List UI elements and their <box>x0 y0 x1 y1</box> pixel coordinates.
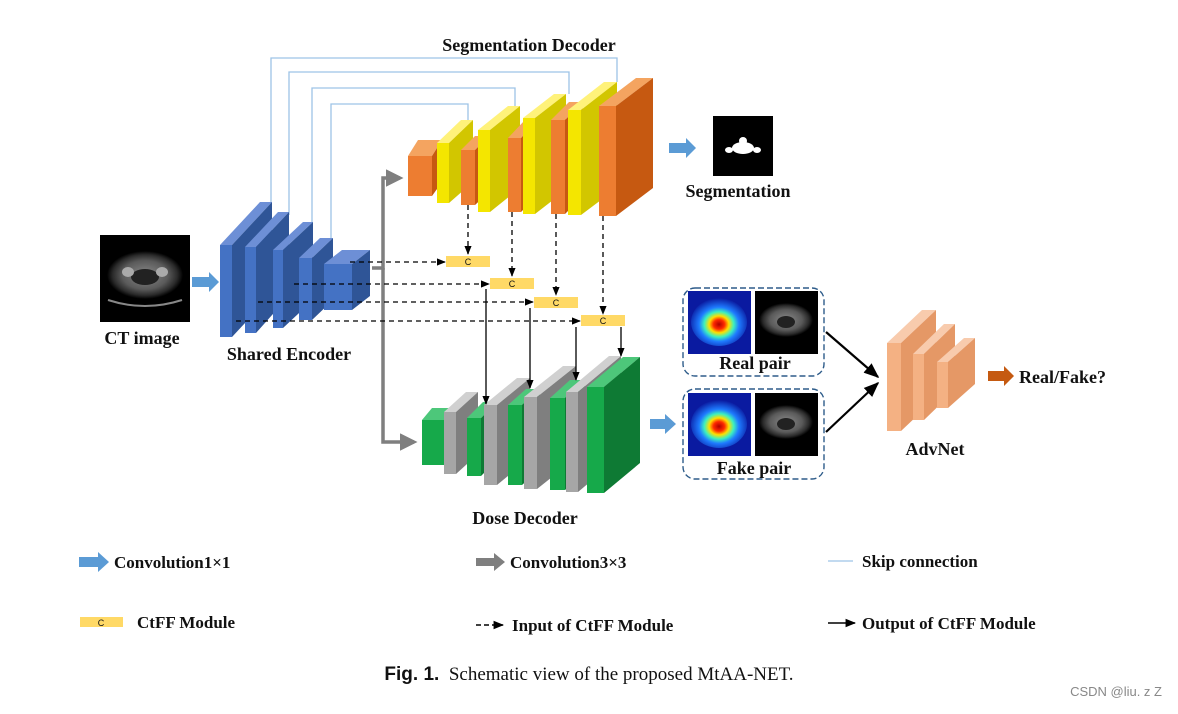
watermark: CSDN @liu. z Z <box>1070 684 1162 699</box>
legend-output-label: Output of CtFF Module <box>862 614 1036 633</box>
ct-image <box>100 235 190 322</box>
caption-label: Fig. 1. <box>384 664 440 685</box>
shared-encoder <box>220 202 370 337</box>
dose-block-green-2 <box>467 418 481 476</box>
legend-ctff-box <box>80 617 123 627</box>
seg-block-orange-4 <box>551 120 565 214</box>
legend-conv1-label: Convolution1×1 <box>114 553 230 572</box>
legend: Convolution1×1 Convolution3×3 Skip conne… <box>79 552 1036 635</box>
skip-connection-4 <box>330 103 469 238</box>
conv1x1-arrow-seg <box>669 138 696 158</box>
ctff-modules: C C C C <box>446 256 625 326</box>
arrow-fake-to-advnet <box>825 381 880 433</box>
ctff-module-1 <box>446 256 490 267</box>
ct-image-label: CT image <box>104 328 179 348</box>
seg-block-yellow-2 <box>478 130 490 212</box>
dose-block-gray-3 <box>524 397 537 489</box>
dose-block-green-4 <box>550 398 565 490</box>
figure-caption: Fig. 1. Schematic view of the proposed M… <box>0 664 1178 686</box>
dose-decoder <box>422 356 640 493</box>
ctff-outputs <box>482 289 625 405</box>
dose-decoder-label: Dose Decoder <box>472 508 577 528</box>
ctff-tag-3: C <box>553 298 560 308</box>
skip-connection-3 <box>311 87 516 226</box>
advnet-label: AdvNet <box>906 439 965 459</box>
dose-block-green-1 <box>422 420 445 465</box>
legend-ctff-tag: C <box>98 618 105 628</box>
real-pair-label: Real pair <box>719 353 791 373</box>
segmentation-decoder-label: Segmentation Decoder <box>442 35 615 55</box>
dose-block-gray-2 <box>484 405 497 485</box>
encoder-block-3 <box>273 250 283 328</box>
real-pair: Real pair <box>682 287 825 377</box>
ctff-inputs <box>236 205 607 325</box>
real-fake-label: Real/Fake? <box>1019 367 1106 387</box>
ctff-module-3 <box>534 297 578 308</box>
ctff-module-2 <box>490 278 534 289</box>
conv3x3-branch <box>372 169 418 451</box>
advnet-block-2 <box>913 354 924 420</box>
dose-block-gray-1 <box>444 412 456 474</box>
skip-connections <box>270 57 618 238</box>
legend-conv3-arrow <box>476 553 505 571</box>
seg-block-orange-2 <box>461 150 475 205</box>
encoder-block-2 <box>245 247 256 333</box>
fake-pair-label: Fake pair <box>717 458 792 478</box>
legend-conv3-label: Convolution3×3 <box>510 553 626 572</box>
encoder-block-5 <box>324 264 352 310</box>
ctff-tag-2: C <box>509 279 516 289</box>
encoder-block-4 <box>299 258 312 320</box>
seg-block-orange-5 <box>599 106 616 216</box>
legend-conv1-arrow <box>79 552 109 572</box>
skip-connection-1 <box>270 57 618 205</box>
caption-text: Schematic view of the proposed MtAA-NET. <box>448 664 794 685</box>
conv3x3-arrow-to-seg <box>372 169 404 270</box>
advnet-block-3 <box>937 362 948 408</box>
seg-block-yellow-1 <box>437 143 449 203</box>
output-arrow <box>988 366 1014 386</box>
segmentation-label: Segmentation <box>686 181 791 201</box>
legend-skip-label: Skip connection <box>862 552 978 571</box>
dose-block-green-3 <box>508 405 522 485</box>
real-pair-frame <box>682 287 825 377</box>
ctff-tag-1: C <box>465 257 472 267</box>
shared-encoder-label: Shared Encoder <box>227 344 351 364</box>
legend-ctff-label: CtFF Module <box>137 613 236 632</box>
seg-block-orange-1 <box>408 156 432 196</box>
advnet-block-1 <box>887 343 901 431</box>
conv1x1-arrow-dose <box>650 414 676 434</box>
legend-input-label: Input of CtFF Module <box>512 616 674 635</box>
seg-block-orange-3 <box>508 138 521 212</box>
dose-block-green-5 <box>587 387 604 493</box>
segmentation-decoder <box>408 78 653 216</box>
fake-pair-frame <box>682 388 825 480</box>
ctff-tag-4: C <box>600 316 607 326</box>
encoder-block-1 <box>220 245 232 337</box>
arrow-real-to-advnet <box>825 331 880 379</box>
advnet <box>887 310 975 431</box>
skip-connection-2 <box>288 71 570 215</box>
dose-block-gray-4 <box>566 392 578 492</box>
conv1x1-arrow-input <box>192 272 219 292</box>
ctff-module-4 <box>581 315 625 326</box>
seg-block-yellow-3 <box>523 118 535 214</box>
fake-pair: Fake pair <box>682 388 825 480</box>
conv3x3-arrow-to-dose <box>381 268 418 451</box>
segmentation-output-image <box>713 116 773 176</box>
seg-block-yellow-4 <box>568 110 581 215</box>
